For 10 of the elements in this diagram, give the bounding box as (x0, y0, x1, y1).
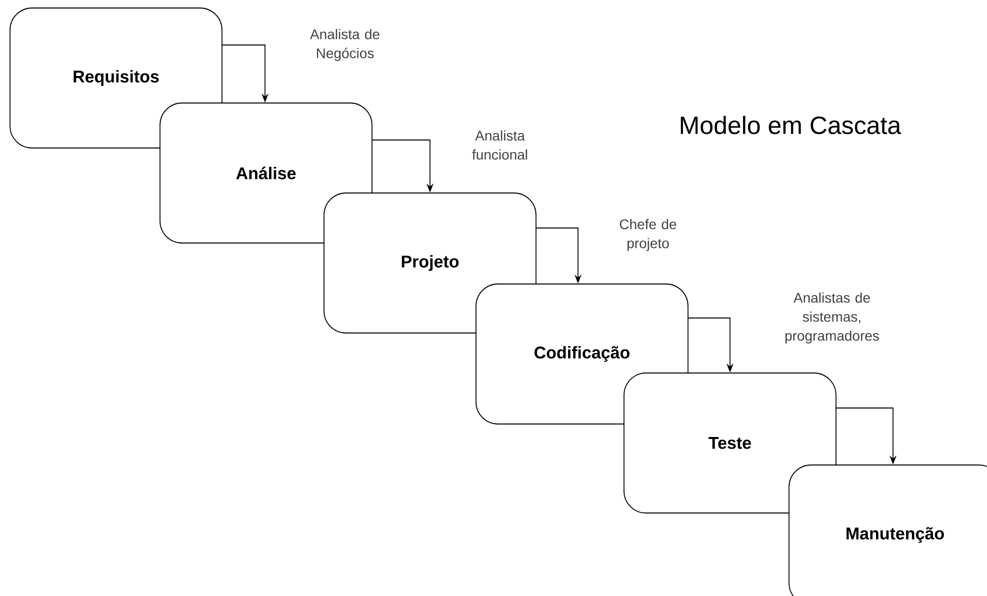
edge-label: Analista funcional (472, 130, 528, 160)
process-box: Projeto (324, 192, 536, 334)
process-box: Manutenção (788, 464, 987, 596)
process-box: Teste (624, 372, 836, 514)
diagram-title: Modelo em Cascata (680, 116, 902, 134)
edge-label: Analistas de sistemas, programadores (785, 292, 879, 344)
process-box: Análise (160, 102, 372, 244)
process-box: Requisitos (10, 8, 222, 148)
edge-label: Chefe de projeto (620, 218, 676, 252)
edge-label: Analista de Negócios (310, 28, 380, 62)
